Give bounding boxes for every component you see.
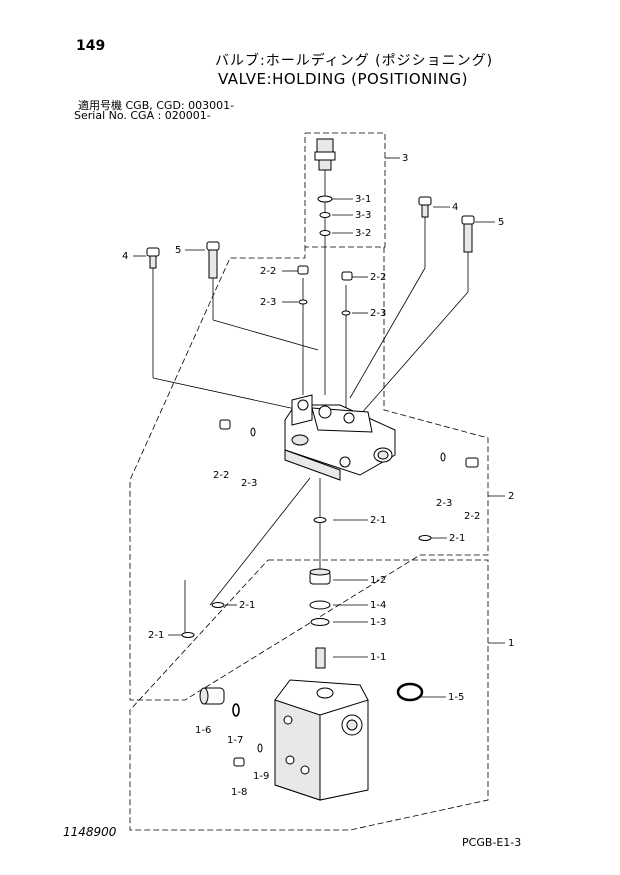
callout-3-3: 3-3 (355, 210, 371, 221)
part-1-internals (309, 568, 331, 669)
callout-2-1-b: 2-1 (449, 533, 465, 544)
bolt-4-right (418, 196, 432, 218)
callout-2-2-b: 2-2 (370, 272, 386, 283)
plugs-and-orings-group-2 (181, 265, 479, 638)
page-number: 149 (76, 38, 106, 54)
drawing-number: 1148900 (63, 825, 117, 839)
callout-1-3: 1-3 (370, 617, 386, 628)
callout-5-right: 5 (498, 217, 504, 228)
callout-1-7: 1-7 (227, 735, 243, 746)
callout-2-3-b: 2-3 (370, 308, 386, 319)
group-1-box (129, 559, 489, 831)
bolt-5-right (461, 215, 475, 253)
serial-line-1: 適用号機 CGB, CGD: 003001- (78, 99, 235, 112)
callout-2-3-a: 2-3 (260, 297, 276, 308)
callout-1-5: 1-5 (448, 692, 464, 703)
page-code: PCGB-E1-3 (462, 836, 522, 849)
group-2-box (129, 247, 489, 701)
callout-2-1-c: 2-1 (239, 600, 255, 611)
callout-1-4: 1-4 (370, 600, 386, 611)
callout-2-2-d: 2-2 (464, 511, 480, 522)
callout-2-3-d: 2-3 (436, 498, 452, 509)
bolt-4-left (146, 247, 160, 269)
callout-2: 2 (508, 491, 514, 502)
callout-2-1-d: 2-1 (148, 630, 164, 641)
callout-1: 1 (508, 638, 514, 649)
callout-1-6: 1-6 (195, 725, 211, 736)
bolt-5-left (206, 241, 220, 279)
callout-4-left: 4 (122, 251, 128, 262)
title-japanese: バルブ:ホールディング (ポジショニング) (215, 53, 494, 69)
title-english: VALVE:HOLDING (POSITIONING) (218, 70, 468, 88)
part-2-manifold-block (284, 394, 396, 481)
callout-1-9: 1-9 (253, 771, 269, 782)
serial-line-2: Serial No. CGA : 020001- (74, 109, 211, 122)
callout-2-3-c: 2-3 (241, 478, 257, 489)
callout-4-right: 4 (452, 202, 458, 213)
callout-5-left: 5 (175, 245, 181, 256)
part-3-cartridge (314, 138, 336, 236)
callout-3-2: 3-2 (355, 228, 371, 239)
callout-1-1: 1-1 (370, 652, 386, 663)
callout-2-2-a: 2-2 (260, 266, 276, 277)
callout-2-1-a: 2-1 (370, 515, 386, 526)
callout-1-2: 1-2 (370, 575, 386, 586)
callout-3: 3 (402, 153, 408, 164)
callout-2-2-c: 2-2 (213, 470, 229, 481)
callout-1-8: 1-8 (231, 787, 247, 798)
callout-3-1: 3-1 (355, 194, 371, 205)
group-3-box (304, 132, 386, 248)
part-1-valve-body (199, 679, 424, 801)
